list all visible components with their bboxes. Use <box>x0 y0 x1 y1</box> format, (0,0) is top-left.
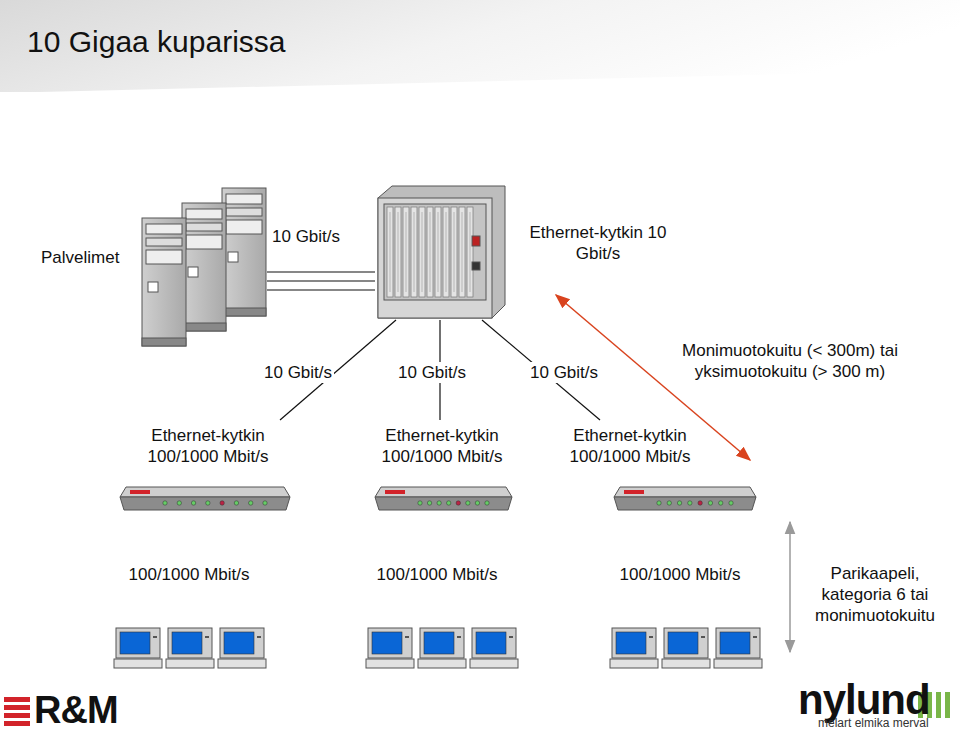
title: 10 Gigaa kuparissa <box>27 24 286 60</box>
logo-tagline: melart elmika merval <box>818 716 958 730</box>
core-switch-chassis <box>378 186 505 318</box>
node-label: 100/1000 Mbit/s <box>362 564 512 585</box>
workstation-group: 100/1000 Mbit/s <box>604 560 766 672</box>
edge-switches <box>120 487 756 510</box>
link-speed: 10 Gbit/s <box>270 226 342 247</box>
rm-logo-bars <box>4 697 30 726</box>
core-switch: Ethernet-kytkin 10 Gbit/s <box>375 185 665 320</box>
logo-text: R&M <box>34 690 134 730</box>
link-line <box>267 272 375 290</box>
logo-text: nylund <box>798 678 918 722</box>
node-label: 100/1000 Mbit/s <box>114 564 264 585</box>
link-speed: 10 Gbit/s <box>528 362 600 383</box>
workstation-group: 100/1000 Mbit/s <box>360 560 522 672</box>
link-speed: 10 Gbit/s <box>262 362 334 383</box>
nylund-logo-bars <box>918 692 950 718</box>
workstation-group: 100/1000 Mbit/s <box>108 560 270 672</box>
cable-arrow <box>789 522 791 652</box>
edge-switch: Ethernet-kytkin 100/1000 Mbit/s <box>555 420 760 512</box>
server-group: Palvelimet <box>35 185 267 350</box>
node-label: Ethernet-kytkin 100/1000 Mbit/s <box>555 425 705 467</box>
link-speed: 10 Gbit/s <box>396 362 468 383</box>
edge-switch: Ethernet-kytkin 100/1000 Mbit/s <box>367 420 517 512</box>
title-band <box>0 0 960 92</box>
edge-switch: Ethernet-kytkin 100/1000 Mbit/s <box>120 420 296 512</box>
node-label: Ethernet-kytkin 10 Gbit/s <box>525 222 671 264</box>
fibre-note: Monimuotokuitu (< 300m) tai yksimuotokui… <box>670 340 910 382</box>
server-cabinets <box>142 188 266 346</box>
workstations <box>114 628 762 668</box>
node-label: Ethernet-kytkin 100/1000 Mbit/s <box>367 425 517 467</box>
cable-note: Parikaapeli, kategoria 6 tai monimuotoku… <box>808 563 942 626</box>
node-label: 100/1000 Mbit/s <box>605 564 755 585</box>
node-label: Palvelimet <box>41 247 141 268</box>
node-label: Ethernet-kytkin 100/1000 Mbit/s <box>133 425 283 467</box>
link-line <box>482 320 600 420</box>
